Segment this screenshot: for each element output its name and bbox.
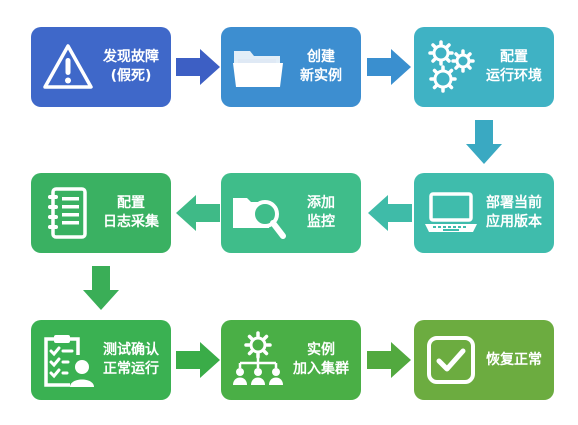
- step-label-line1: 恢复正常: [486, 351, 542, 368]
- step-join-cluster: 实例加入集群: [221, 320, 361, 400]
- step-label-line2: 新实例: [300, 68, 342, 84]
- step-label-line2: 正常运行: [103, 361, 159, 377]
- warning-icon: [39, 38, 97, 96]
- arrow-down-2: [83, 266, 119, 310]
- arrow-down-1: [466, 120, 502, 164]
- step-test-confirm: 测试确认正常运行: [31, 320, 171, 400]
- folder-search-icon: [229, 184, 287, 242]
- arrow-right-2: [367, 49, 411, 85]
- gear-hierarchy-icon: [229, 331, 287, 389]
- step-add-monitor: 添加监控: [221, 173, 361, 253]
- step-config-env: 配置运行环境: [414, 27, 554, 107]
- step-label-line2: 运行环境: [486, 68, 542, 84]
- arrow-left-2: [176, 195, 220, 231]
- arrow-right-3: [176, 342, 220, 378]
- step-label-line1: 实例: [307, 342, 335, 358]
- step-create-instance: 创建新实例: [221, 27, 361, 107]
- step-label-line1: 配置: [117, 195, 145, 211]
- arrow-right-1: [176, 49, 220, 85]
- laptop-icon: [422, 184, 480, 242]
- step-label-line2: 加入集群: [293, 361, 349, 377]
- step-label-line1: 添加: [307, 195, 335, 211]
- step-label-line1: 发现故障: [103, 49, 159, 65]
- step-label-line1: 配置: [500, 49, 528, 65]
- step-label-line1: 部署当前: [486, 195, 542, 211]
- notebook-icon: [39, 184, 97, 242]
- step-label-line2: 应用版本: [486, 214, 542, 230]
- step-config-log: 配置日志采集: [31, 173, 171, 253]
- checkbox-icon: [422, 331, 480, 389]
- step-recover: 恢复正常: [414, 320, 554, 400]
- step-label-line1: 测试确认: [103, 342, 159, 358]
- gears-icon: [422, 38, 480, 96]
- folder-icon: [229, 38, 287, 96]
- step-label-line2: (假死): [110, 68, 152, 84]
- checklist-user-icon: [39, 331, 97, 389]
- step-label-line2: 监控: [307, 214, 335, 230]
- step-deploy-app: 部署当前应用版本: [414, 173, 554, 253]
- arrow-left-1: [368, 195, 412, 231]
- step-label-line1: 创建: [307, 49, 335, 65]
- step-label-line2: 日志采集: [103, 214, 159, 230]
- arrow-right-4: [367, 342, 411, 378]
- step-detect-failure: 发现故障 (假死): [31, 27, 171, 107]
